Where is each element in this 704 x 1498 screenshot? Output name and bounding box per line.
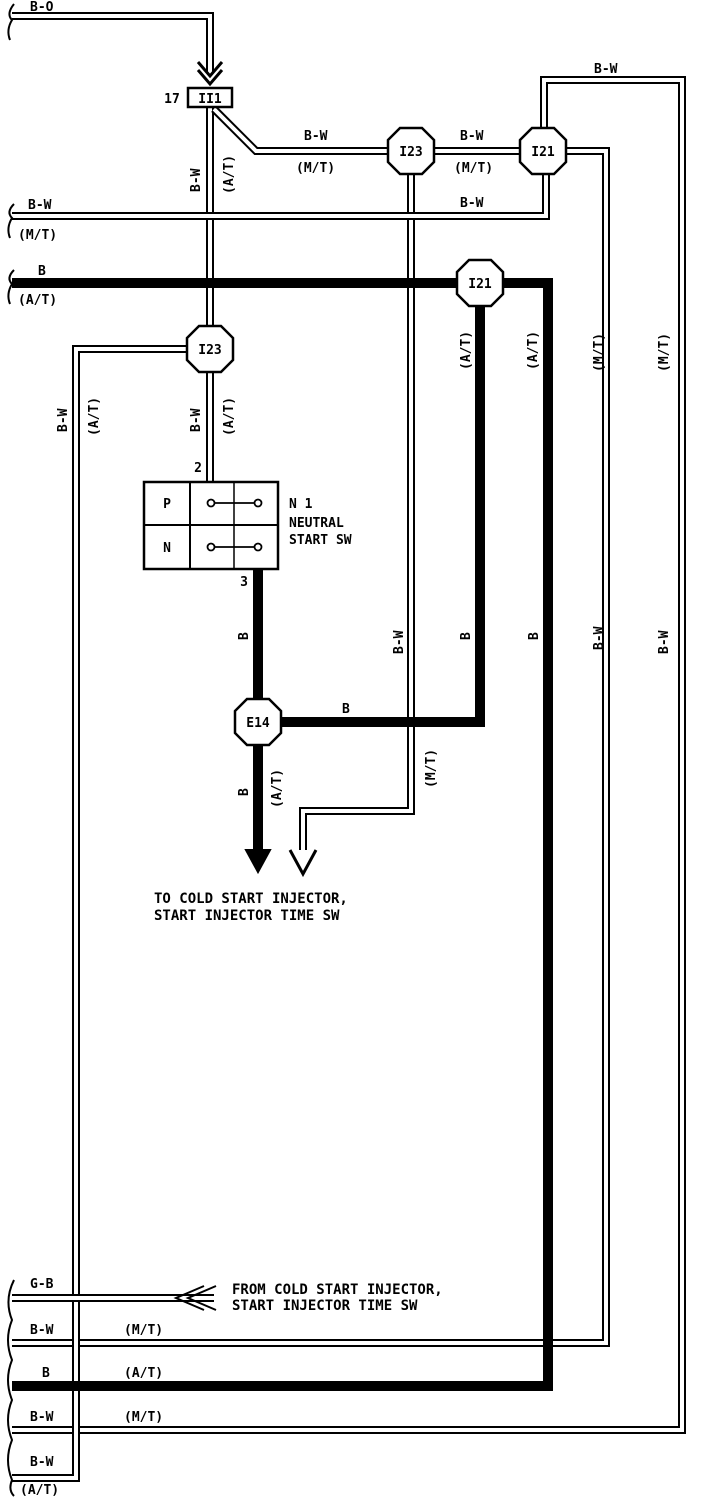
connector-ii1: II1 17	[164, 86, 234, 109]
connector-ii1-pin: 17	[164, 92, 180, 107]
label-at-left-input: (A/T)	[18, 293, 57, 308]
label-at-v-to: (A/T)	[270, 769, 285, 808]
notes: TO COLD START INJECTOR, START INJECTOR T…	[154, 891, 443, 1314]
wires	[12, 12, 686, 1482]
label-at-v-i23: (A/T)	[222, 397, 237, 436]
harness-braces	[7, 3, 15, 1497]
brace-b-left	[7, 269, 15, 305]
switch-pos-p: P	[163, 497, 171, 512]
arrow-b-to	[244, 849, 272, 875]
note-from-line1: FROM COLD START INJECTOR,	[232, 1282, 443, 1298]
label-at-bottom-3: (A/T)	[20, 1483, 59, 1498]
note-to-line2: START INJECTOR TIME SW	[154, 908, 340, 924]
connector-i21-top: I21	[518, 126, 568, 176]
label-bw-v-i23-down: B-W	[392, 630, 407, 654]
switch-pin-bottom: 3	[240, 575, 248, 590]
connector-i21-ground: I21	[455, 258, 505, 308]
label-b-v-to: B	[237, 788, 252, 796]
arrow-bw-to	[288, 849, 318, 878]
label-bw-bottom-3: B-W	[30, 1455, 54, 1470]
wire-g-b	[12, 1285, 217, 1311]
label-mt-v-inner: (M/T)	[592, 333, 607, 372]
label-bw-bottom-2: B-W	[30, 1410, 54, 1425]
label-mt-left-input: (M/T)	[18, 228, 57, 243]
connector-i23-top-label: I23	[399, 145, 422, 160]
connector-i21-top-label: I21	[531, 145, 555, 160]
label-g-b: G-B	[30, 1277, 54, 1292]
label-mt-v-to: (M/T)	[424, 749, 439, 788]
label-b-left-input: B	[38, 264, 46, 279]
switch-name-line2: START SW	[289, 533, 352, 548]
label-bw-v-inner: B-W	[592, 626, 607, 650]
label-bw-left-input: B-W	[28, 198, 52, 213]
label-mt-v-outer: (M/T)	[657, 333, 672, 372]
wire-i23-top-down	[299, 172, 415, 850]
label-bw-v-i23: B-W	[189, 408, 204, 432]
connector-i21-ground-label: I21	[468, 277, 492, 292]
connector-i23-top: I23	[386, 126, 436, 176]
label-at-v-left: (A/T)	[87, 397, 102, 436]
label-bw-ii1-diag: B-W	[304, 129, 328, 144]
switch-pin-top: 2	[194, 461, 202, 476]
label-bw-v-ii1: B-W	[189, 168, 204, 192]
wire-i21-top-outer-loop	[540, 76, 686, 1434]
wire-b-i21-right	[12, 278, 553, 1391]
label-at-v-i21-ground: (A/T)	[459, 331, 474, 370]
label-mt-ii1-diag: (M/T)	[296, 161, 335, 176]
wire-bw-left-input	[12, 172, 550, 220]
label-b-v-right: B	[527, 632, 542, 640]
label-bw-top-right: B-W	[594, 62, 618, 77]
label-bw-v-left: B-W	[56, 408, 71, 432]
label-b-v-switch: B	[237, 632, 252, 640]
switch-id: N 1	[289, 497, 313, 512]
switch-pos-n: N	[163, 541, 171, 556]
label-mt-bottom-1: (M/T)	[124, 1323, 163, 1338]
label-at-v-right-ground: (A/T)	[526, 331, 541, 370]
connector-e14-label: E14	[246, 716, 270, 731]
label-bw-bottom-1: B-W	[30, 1323, 54, 1338]
switch-name-line1: NEUTRAL	[289, 516, 344, 531]
note-to-line1: TO COLD START INJECTOR,	[154, 891, 348, 907]
wire-b-o-top	[12, 12, 224, 87]
brace-top	[7, 3, 15, 41]
label-bw-v-outer: B-W	[657, 630, 672, 654]
horizontal-labels: B-O B-W B-W (M/T) B-W (M/T) B-W B-W (M/T…	[18, 0, 618, 1498]
label-mt-bottom-2: (M/T)	[124, 1410, 163, 1425]
brace-bottom	[7, 1279, 15, 1497]
wire-i21-top-inner	[12, 147, 610, 1347]
label-bw-i23-i21: B-W	[460, 129, 484, 144]
note-from-line2: START INJECTOR TIME SW	[232, 1298, 418, 1314]
wire-i23-left-down	[12, 345, 188, 1482]
vertical-labels: B-W (A/T) B-W (A/T) B-W (A/T) (A/T) (A/T…	[56, 155, 672, 808]
label-at-bottom: (A/T)	[124, 1366, 163, 1381]
ground-wires	[12, 278, 553, 1391]
wire-ii1-to-i23-top	[211, 106, 390, 155]
connector-ii1-label: II1	[198, 92, 222, 107]
label-b-e14-right: B	[342, 702, 350, 717]
label-b-o: B-O	[30, 0, 54, 15]
brace-bw-left	[7, 203, 15, 239]
label-bw-left-input-right: B-W	[460, 196, 484, 211]
wire-b-i21-down	[280, 304, 485, 727]
label-b-bottom: B	[42, 1366, 50, 1381]
connector-i23-left-label: I23	[198, 343, 221, 358]
neutral-start-switch: P N 2 3 N 1 NEUTRAL START SW	[142, 461, 352, 590]
label-at-v-ii1: (A/T)	[222, 155, 237, 194]
label-b-v-i21-down: B	[459, 632, 474, 640]
label-mt-i23-i21: (M/T)	[454, 161, 493, 176]
connector-e14: E14	[233, 697, 283, 747]
connector-i23-left: I23	[185, 324, 235, 374]
